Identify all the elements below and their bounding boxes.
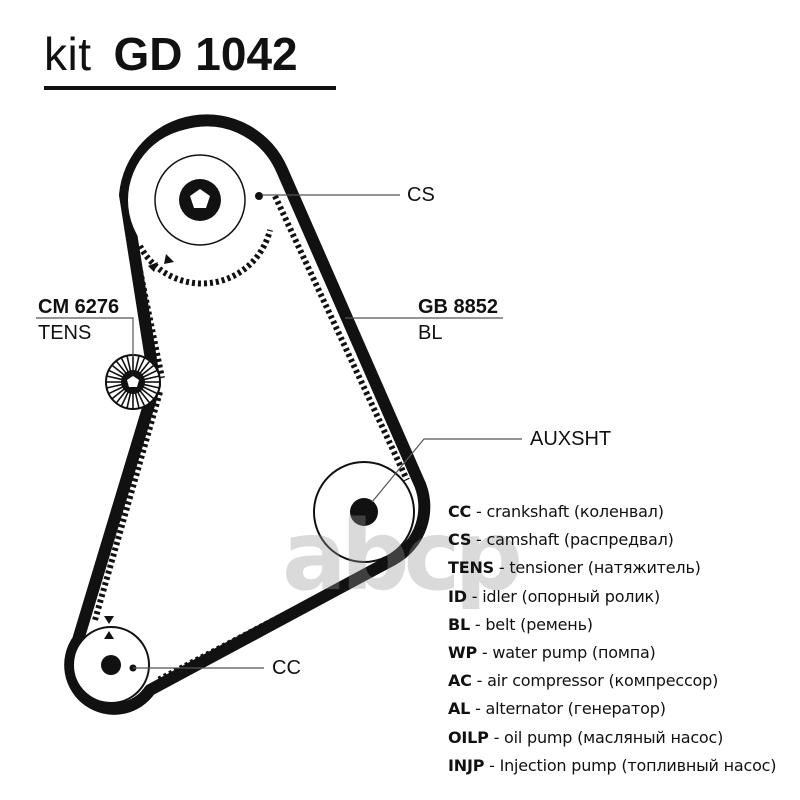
legend-desc: - water pump (помпа): [476, 643, 656, 663]
crank-hub: [101, 655, 121, 675]
tensioner-spoke: [142, 386, 158, 395]
legend-abbr: CS: [448, 530, 472, 550]
aux-hub: [350, 498, 378, 526]
legend-abbr: CC: [448, 502, 472, 521]
auxsht-label: AUXSHT: [530, 428, 612, 450]
legend-item: OILP - oil pump (масляный насос): [448, 724, 776, 752]
legend-desc: - alternator (генератор): [470, 699, 666, 719]
legend: CC - crankshaft (коленвал)CS - camshaft …: [448, 498, 777, 780]
legend-item: CC - crankshaft (коленвал): [448, 498, 776, 526]
legend-item: INJP - Injection pump (топливный насос): [448, 752, 777, 780]
legend-desc: - idler (опорный ролик): [466, 586, 661, 606]
tensioner-pulley: [105, 354, 161, 410]
tensioner-spoke: [143, 375, 160, 381]
legend-desc: - oil pump (масляный насос): [488, 727, 724, 747]
legend-abbr: INJP: [448, 755, 485, 775]
kit-code: GD 1042: [113, 28, 298, 80]
kit-title: kit GD 1042: [44, 26, 298, 82]
legend-abbr: AL: [448, 699, 471, 719]
belt-label: BL: [418, 322, 443, 344]
tensioner-spoke: [106, 383, 123, 389]
tensioner-spoke: [141, 388, 155, 400]
tensioner-spoke: [126, 355, 132, 372]
tensioner-spoke: [126, 392, 132, 409]
camshaft-hub-ring: [154, 154, 246, 246]
legend-item: AL - alternator (генератор): [448, 695, 776, 723]
legend-desc: - Injection pump (топливный насос): [484, 755, 777, 775]
legend-desc: - tensioner (натяжитель): [493, 558, 701, 578]
legend-item: ID - idler (опорный ролик): [448, 583, 776, 611]
legend-item: AC - air compressor (компрессор): [448, 667, 776, 695]
belt-part-number: GB 8852: [418, 296, 499, 318]
tensioner-spoke: [120, 357, 129, 373]
legend-item: CS - camshaft (распредвал): [448, 526, 776, 554]
legend-desc: - camshaft (распредвал): [471, 530, 674, 550]
belt: [64, 114, 431, 715]
timing-arrow-icon: [104, 616, 114, 624]
timing-arrow-icon: [104, 631, 114, 639]
tensioner-spoke: [108, 369, 124, 378]
legend-abbr: BL: [448, 614, 470, 634]
legend-abbr: WP: [448, 643, 477, 663]
pentagon-bolt-icon: [190, 189, 210, 208]
aux-shaft-pulley: [313, 461, 415, 563]
tens-part-number: CM 6276: [38, 296, 120, 318]
kit-prefix: kit: [44, 28, 92, 80]
legend-desc: - belt (ремень): [470, 614, 593, 634]
pentagon-bolt-icon: [127, 376, 139, 387]
legend-item: TENS - tensioner (натяжитель): [448, 554, 776, 582]
tensioner-spoke: [115, 360, 127, 374]
tensioner-spoke: [134, 355, 140, 372]
tensioner-spoke: [137, 391, 146, 407]
tensioner-spoke: [111, 364, 125, 376]
legend-abbr: TENS: [448, 558, 494, 578]
legend-desc: - crankshaft (коленвал): [471, 502, 664, 521]
camshaft-pulley: [128, 128, 272, 272]
legend-abbr: AC: [448, 671, 472, 691]
tensioner-spoke: [139, 390, 151, 404]
tensioner-spoke: [134, 392, 140, 409]
title-underline: [44, 86, 336, 90]
timing-arrow-icon: [148, 262, 158, 272]
tens-label: TENS: [38, 322, 92, 344]
cs-label: CS: [407, 184, 435, 206]
tensioner-spoke: [143, 383, 160, 389]
legend-item: BL - belt (ремень): [448, 611, 776, 639]
legend-desc: - air compressor (компрессор): [471, 671, 719, 691]
cc-label: CC: [272, 657, 301, 679]
legend-abbr: ID: [448, 586, 467, 606]
tensioner-spoke: [142, 369, 158, 378]
legend-item: WP - water pump (помпа): [448, 639, 776, 667]
tensioner-spoke: [137, 357, 146, 373]
crankshaft-pulley: [72, 616, 150, 704]
tensioner-spoke: [115, 390, 127, 404]
timing-arrow-icon: [164, 254, 174, 264]
tensioner-spoke: [106, 375, 123, 381]
auxsht-leader-line: [371, 438, 522, 503]
belt-teeth: [92, 194, 410, 683]
tensioner-spoke: [120, 391, 129, 407]
tensioner-spoke: [111, 388, 125, 400]
tens-leader-line: [36, 317, 134, 357]
timing-mark-dot: [255, 192, 263, 200]
tensioner-spoke: [139, 360, 151, 374]
tensioner-spoke: [108, 386, 124, 395]
legend-abbr: OILP: [448, 727, 489, 747]
tensioner-spoke: [141, 364, 155, 376]
